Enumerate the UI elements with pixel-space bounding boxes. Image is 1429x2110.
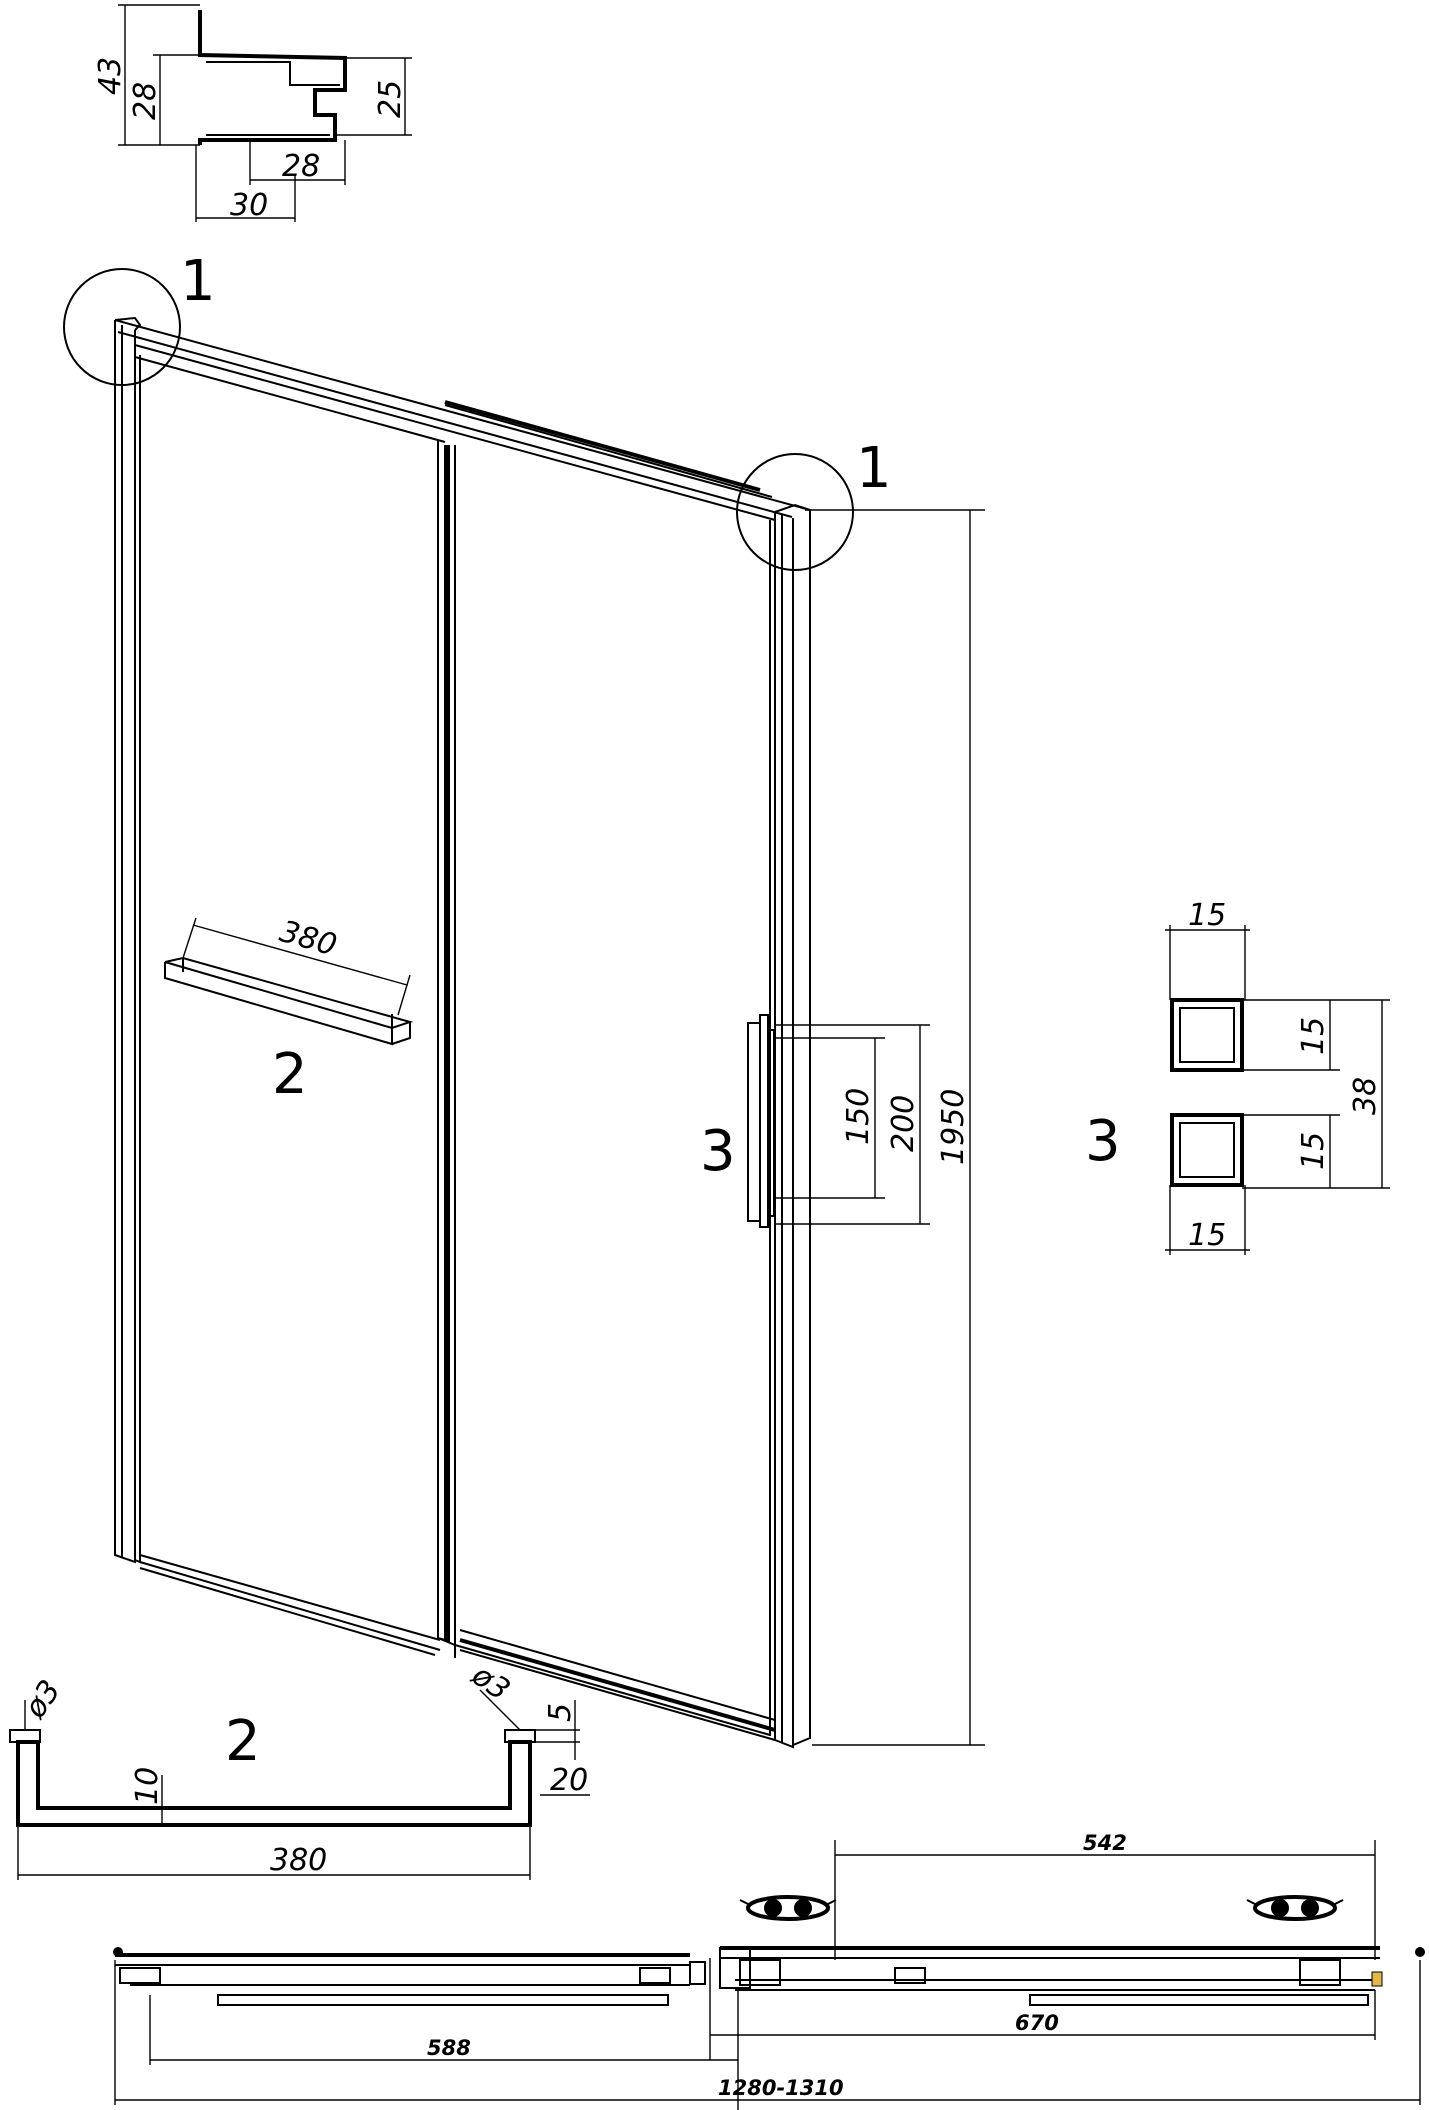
dim-5: 5 <box>543 1703 578 1722</box>
dim-28-vertical: 28 <box>128 82 163 120</box>
plan-view: 542 <box>113 1831 1425 2110</box>
callout-3-door: 3 <box>700 1119 736 1184</box>
roller-left <box>739 1895 837 1921</box>
callout-3-section: 3 <box>1085 1109 1121 1174</box>
dim-200: 200 <box>886 1095 921 1152</box>
dim-total: 1280-1310 <box>718 2076 844 2100</box>
dim-15-bottom: 15 <box>1188 1218 1226 1253</box>
dim-150: 150 <box>841 1088 876 1145</box>
callout-2-detail: 2 <box>225 1709 261 1774</box>
profile-upper <box>1170 998 1244 1072</box>
callout-2: 2 <box>272 1042 308 1107</box>
profile-detail: 43 28 25 28 30 <box>93 4 412 223</box>
door-perspective: 1 1 <box>63 249 985 1749</box>
dim-1950: 1950 <box>936 1089 971 1165</box>
handle-section: 3 15 15 15 15 38 <box>1085 898 1390 1255</box>
dim-30: 30 <box>230 188 268 223</box>
dim-542: 542 <box>1083 1831 1127 1855</box>
towel-bar-detail: 2 ø3 ø3 5 20 10 380 <box>9 1657 590 1880</box>
callout-circle-1-right <box>736 453 854 571</box>
dim-15-right-bottom: 15 <box>1296 1132 1331 1170</box>
dim-43: 43 <box>93 57 128 95</box>
dim-28-horizontal: 28 <box>282 149 320 184</box>
dim-10: 10 <box>130 1767 165 1805</box>
towel-bar-profile <box>16 1740 532 1827</box>
dim-15-top: 15 <box>1188 898 1226 933</box>
towel-bar: 380 2 <box>164 914 414 1107</box>
dim-380-detail: 380 <box>270 1843 327 1878</box>
roller-right <box>1246 1895 1344 1921</box>
dim-380-towel-bar: 380 <box>276 914 341 963</box>
dim-38: 38 <box>1348 1077 1383 1115</box>
dim-588: 588 <box>427 2036 471 2060</box>
callout-1-right: 1 <box>856 436 892 501</box>
profile-outline <box>198 10 347 145</box>
dim-25: 25 <box>373 80 408 118</box>
callout-1-left: 1 <box>180 249 216 314</box>
gold-end-cap <box>1371 1971 1383 1987</box>
dim-15-right-top: 15 <box>1296 1017 1331 1055</box>
dim-dia3-right: ø3 <box>465 1657 517 1708</box>
dim-20: 20 <box>550 1763 588 1798</box>
door-handle: 3 <box>700 1014 775 1228</box>
profile-lower <box>1170 1113 1244 1187</box>
dim-670: 670 <box>1015 2011 1059 2035</box>
